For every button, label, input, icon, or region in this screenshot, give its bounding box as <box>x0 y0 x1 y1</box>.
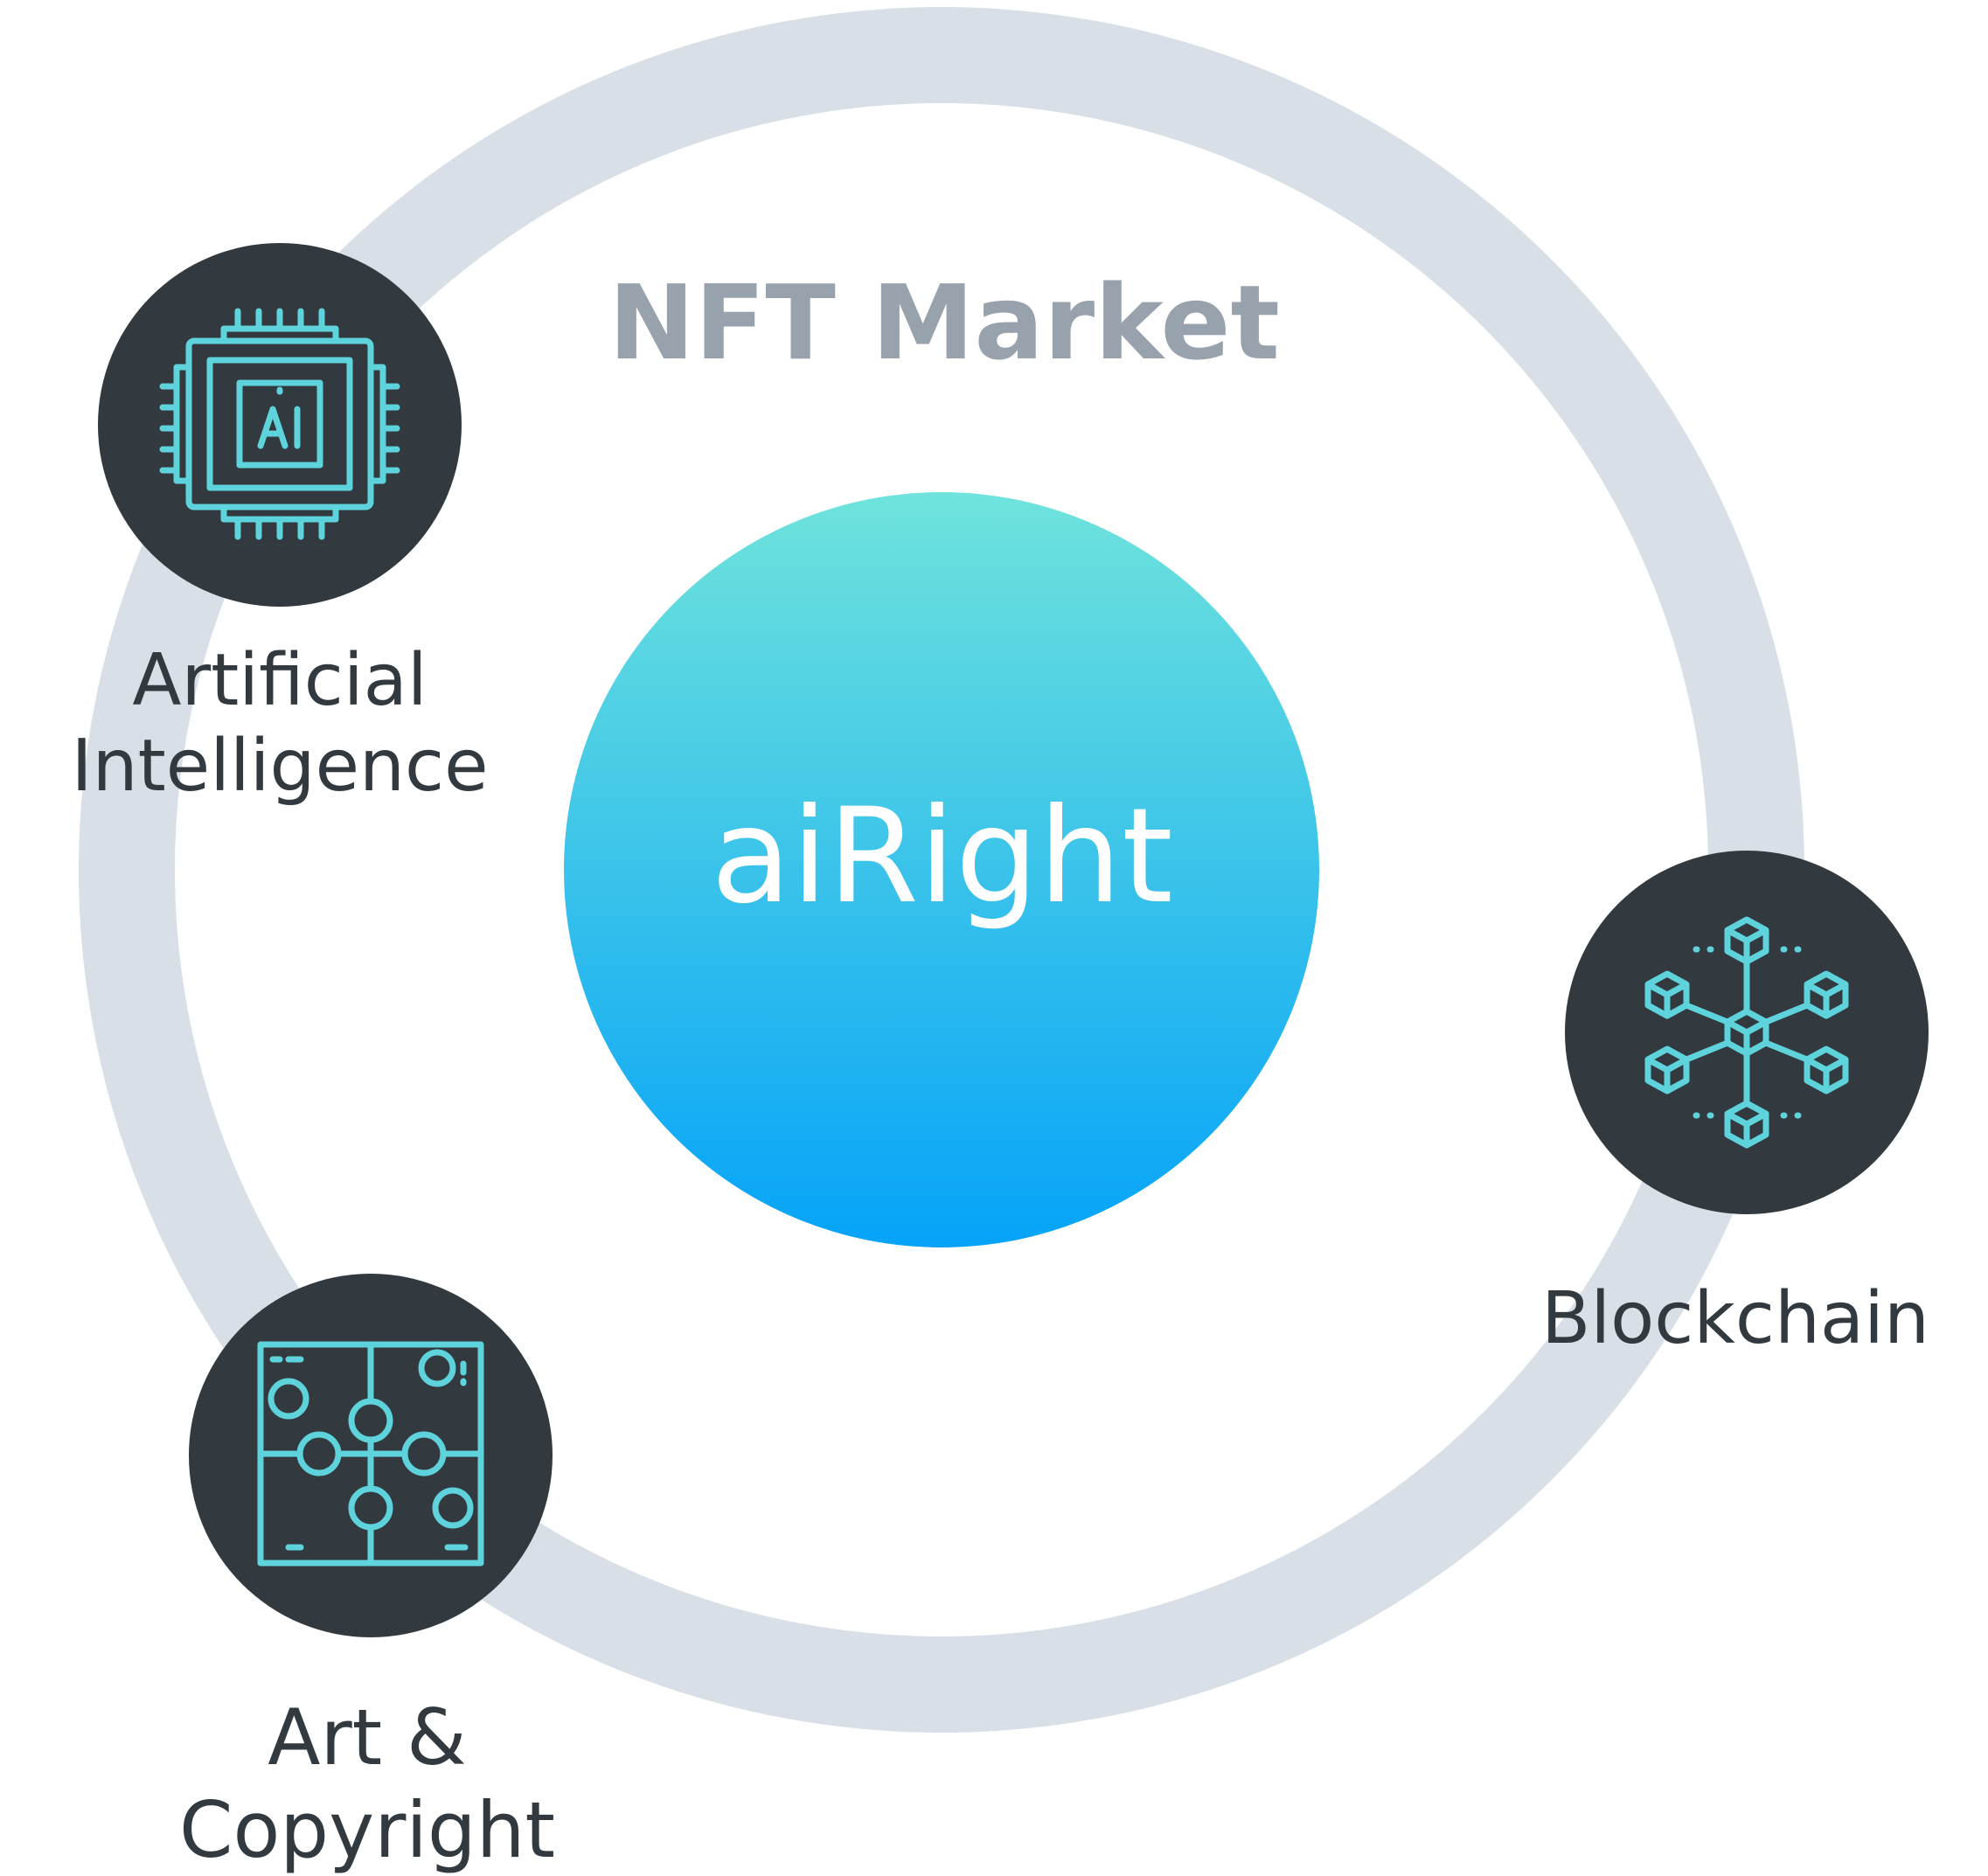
label-line: Artificial <box>132 639 427 722</box>
label-art-copyright: Art & Copyright <box>114 1692 621 1876</box>
diagram-title: NFT Market <box>608 262 1280 383</box>
puzzle-icon <box>257 1341 484 1567</box>
label-line: Blockchain <box>1541 1277 1929 1360</box>
center-circle <box>564 492 1319 1247</box>
blockchain-cubes-icon <box>1644 916 1849 1149</box>
node-art-copyright <box>189 1274 553 1637</box>
label-artificial-intelligence: Artificial Intelligence <box>17 638 542 810</box>
label-line: Copyright <box>179 1784 555 1875</box>
center-label: aiRight <box>711 781 1173 933</box>
node-ai <box>98 243 462 607</box>
ai-chip-icon <box>159 308 400 540</box>
label-line: Intelligence <box>71 725 489 809</box>
node-blockchain <box>1565 851 1929 1214</box>
label-blockchain: Blockchain <box>1486 1276 1985 1362</box>
label-line: Art & <box>268 1692 467 1782</box>
